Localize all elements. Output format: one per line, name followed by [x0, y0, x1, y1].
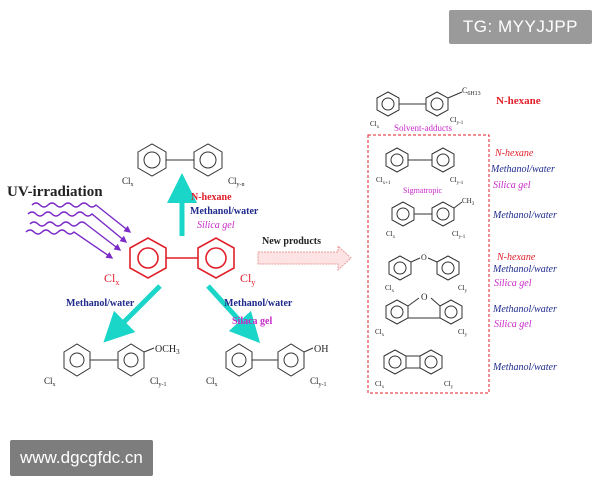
box-row-3-structure — [388, 255, 460, 281]
cl-label: Clx — [122, 176, 134, 188]
condition-methanol-water: Methanol/water — [224, 298, 293, 309]
hexyl-label: C6H13 — [462, 86, 481, 97]
cl-label: Clx — [375, 380, 385, 390]
cl-label: Cly-1 — [310, 376, 327, 388]
methyl-label: CH3 — [462, 197, 475, 207]
hydroxy-product-structure — [225, 343, 314, 377]
cl-label: Cly-n — [228, 176, 245, 188]
cl-label: Cly-1 — [450, 176, 464, 186]
top-product-structure — [137, 143, 223, 177]
box-row-1-structure — [385, 147, 455, 173]
condition-methanol-water: Methanol/water — [490, 164, 555, 175]
sigmatropic-label: Sigmatropic — [403, 186, 443, 195]
condition-n-hexane: N-hexane — [496, 95, 541, 107]
reaction-arrows — [103, 173, 261, 344]
watermark-bottom: www.dgcgfdc.cn — [10, 440, 153, 476]
condition-methanol-water: Methanol/water — [190, 206, 259, 217]
cl-label: Clx — [370, 120, 380, 130]
solvent-adduct-structure — [376, 91, 463, 117]
cl-label: Cly-1 — [452, 230, 466, 240]
uv-wavy-arrows — [25, 202, 132, 259]
center-biphenyl-structure — [129, 237, 235, 279]
cl-y-label: Cly — [240, 271, 255, 287]
uv-irradiation-label: UV-irradiation — [7, 184, 103, 200]
condition-methanol-water: Methanol/water — [492, 264, 557, 275]
methoxy-label: OCH3 — [155, 344, 180, 356]
condition-n-hexane: N-hexane — [496, 252, 536, 263]
cl-x-label: Clx — [104, 271, 119, 287]
new-products-arrow — [257, 244, 352, 272]
cl-label: Clx — [375, 328, 385, 338]
condition-silica-gel: Silica gel — [494, 319, 532, 330]
box-row-2-structure — [391, 201, 463, 227]
condition-silica-gel: Silica gel — [494, 278, 532, 289]
new-products-label: New products — [262, 236, 321, 247]
benzene-ring — [376, 91, 400, 117]
cl-label: Cly-1 — [150, 376, 167, 388]
watermark-top: TG: MYYJJPP — [448, 10, 592, 44]
arrow-down-left — [103, 284, 162, 343]
condition-methanol-water: Methanol/water — [492, 210, 557, 221]
oxygen-label: O — [421, 292, 428, 302]
cl-label: Cly — [444, 380, 454, 390]
methoxy-product-structure — [63, 343, 155, 377]
solvent-adducts-label: Solvent-adducts — [394, 123, 452, 133]
condition-methanol-water: Methanol/water — [492, 304, 557, 315]
cl-label: Cly — [458, 328, 468, 338]
cl-label: Clx — [44, 376, 56, 388]
benzene-ring — [425, 91, 449, 117]
arrow-down-right — [206, 284, 261, 344]
cl-label: Clx+1 — [376, 176, 391, 186]
oxygen-label: O — [421, 253, 427, 262]
box-row-5-structure — [383, 349, 443, 375]
condition-methanol-water: Methanol/water — [492, 362, 557, 373]
cl-label: Cly — [458, 284, 468, 294]
cl-label: Clx — [206, 376, 218, 388]
condition-n-hexane: N-hexane — [191, 192, 232, 203]
condition-silica-gel: Silica gel — [493, 180, 531, 191]
condition-silica-gel: Silaca gel — [232, 316, 272, 327]
cl-label: Cly-1 — [450, 116, 464, 126]
condition-n-hexane: N-hexane — [494, 148, 534, 159]
cl-label: Clx — [386, 230, 396, 240]
new-products-box — [367, 134, 490, 394]
cl-label: Clx — [385, 284, 395, 294]
condition-silica-gel: Silica gel — [197, 220, 235, 231]
box-row-4-structure — [385, 297, 463, 325]
condition-methanol-water: Methanol/water — [66, 298, 135, 309]
hydroxy-label: OH — [314, 344, 328, 355]
